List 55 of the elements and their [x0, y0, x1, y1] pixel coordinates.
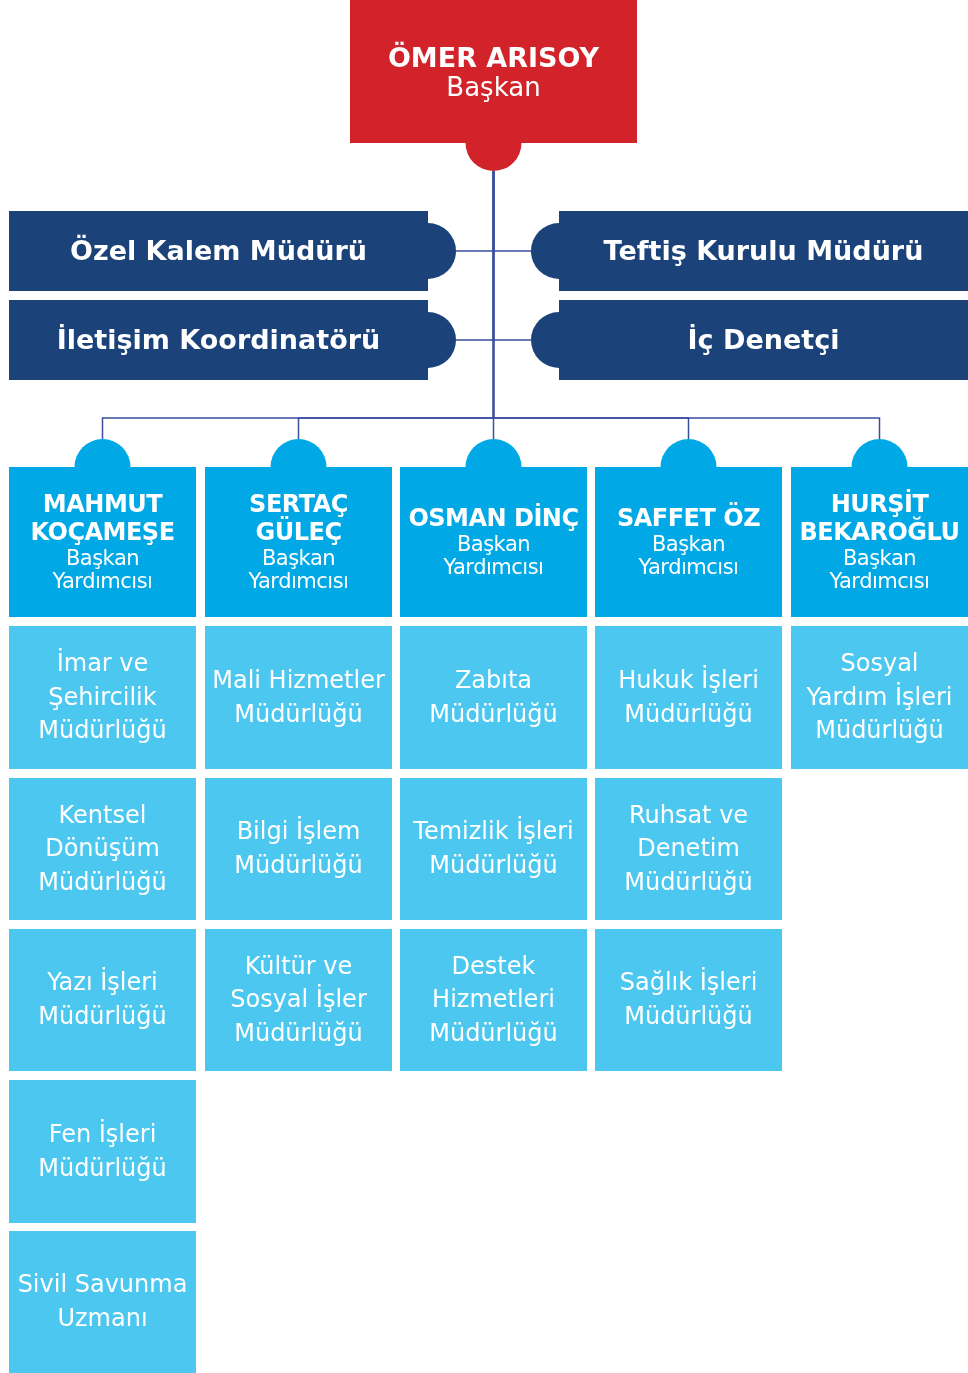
department-box	[9, 1080, 196, 1223]
department-box	[595, 626, 782, 769]
department-name: Sağlık İşleri Müdürlüğü	[618, 966, 759, 1032]
person-name: OSMAN DİNÇ	[408, 505, 579, 533]
department-name: Kentsel Dönüşüm Müdürlüğü	[37, 799, 168, 898]
office-title: Özel Kalem Müdürü	[69, 234, 368, 268]
department-name: Hukuk İşleri Müdürlüğü	[617, 664, 760, 730]
department-name: Mali Hizmetler Müdürlüğü	[211, 664, 386, 730]
office-box	[531, 300, 968, 380]
job-title: Başkan Yardımcısı	[828, 546, 931, 593]
deputy-box	[791, 439, 968, 617]
department-name: Fen İşleri Müdürlüğü	[37, 1118, 168, 1184]
department-name: Bilgi İşlem Müdürlüğü	[233, 815, 364, 881]
department-box	[9, 1231, 196, 1373]
office-title: İletişim Koordinatörü	[56, 323, 381, 357]
job-title: Başkan Yardımcısı	[637, 532, 740, 579]
department-box	[9, 778, 196, 920]
job-title: Başkan	[446, 72, 541, 102]
department-box	[595, 929, 782, 1071]
department-name: Kültür ve Sosyal İşler Müdürlüğü	[229, 950, 368, 1049]
department-box	[400, 778, 587, 920]
department-box	[205, 929, 392, 1071]
office-title: İç Denetçi	[687, 323, 840, 357]
person-name: SERTAÇ GÜLEÇ	[248, 491, 349, 547]
department-name: İmar ve Şehircilik Müdürlüğü	[37, 647, 168, 747]
job-title: Başkan Yardımcısı	[51, 546, 154, 593]
office-box	[9, 211, 456, 291]
department-box	[400, 929, 587, 1071]
person-name: MAHMUT KOÇAMEŞE	[29, 491, 176, 547]
department-box	[205, 778, 392, 920]
department-box	[400, 626, 587, 769]
department-name: Zabıta Müdürlüğü	[428, 664, 559, 730]
job-title: Başkan Yardımcısı	[247, 546, 350, 593]
department-name: Temizlik İşleri Müdürlüğü	[412, 815, 575, 881]
department-name: Destek Hizmetleri Müdürlüğü	[428, 950, 559, 1049]
department-box	[9, 929, 196, 1071]
person-name: ÖMER ARISOY	[387, 41, 600, 73]
deputy-box	[400, 439, 587, 617]
department-name: Yazı İşleri Müdürlüğü	[37, 966, 168, 1032]
department-name: Ruhsat ve Denetim Müdürlüğü	[623, 799, 754, 898]
job-title: Başkan Yardımcısı	[442, 532, 545, 579]
deputy-box	[205, 439, 392, 617]
department-name: Sivil Savunma Uzmanı	[16, 1269, 189, 1334]
office-box	[531, 211, 968, 291]
office-title: Teftiş Kurulu Müdürü	[603, 234, 924, 268]
president-box	[350, 0, 637, 171]
department-box	[791, 626, 968, 769]
department-name: Sosyal Yardım İşleri Müdürlüğü	[805, 648, 954, 747]
person-name: HURŞİT BEKAROĞLU	[798, 491, 961, 547]
office-box	[9, 300, 456, 380]
department-box	[205, 626, 392, 769]
department-box	[9, 626, 196, 769]
deputy-box	[595, 439, 782, 617]
department-box	[595, 778, 782, 920]
deputy-box	[9, 439, 196, 617]
